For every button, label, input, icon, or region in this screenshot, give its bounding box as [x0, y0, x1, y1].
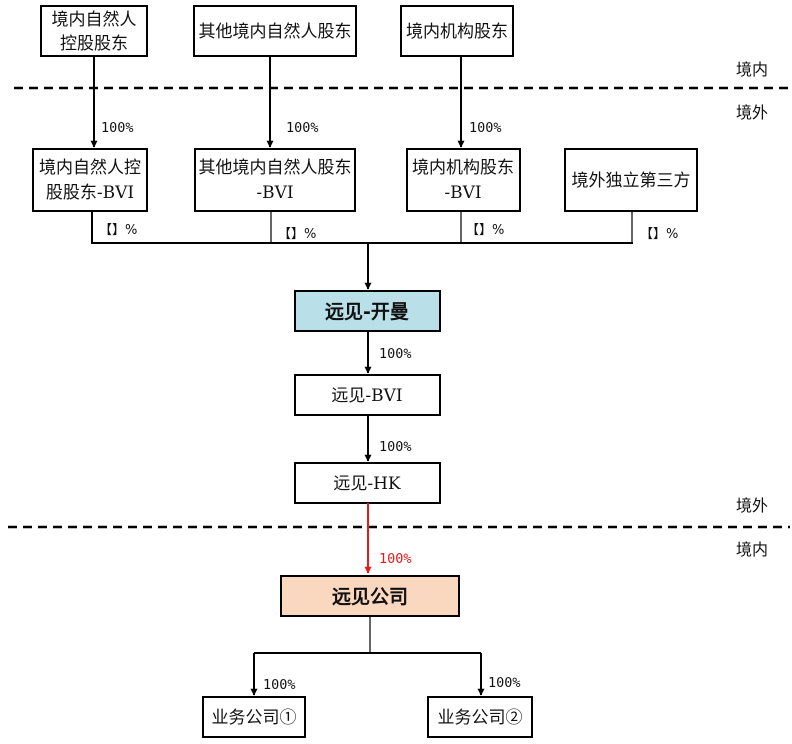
other-shareholders-bvi-label-line1: 其他境内自然人股东	[199, 158, 352, 178]
pct-company-to-sub1: 100%	[263, 677, 296, 693]
share-other-bvi: 【】%	[278, 227, 316, 242]
zone-label-domestic-top: 境内	[736, 60, 768, 79]
pct-other-to-bvi: 100%	[286, 120, 319, 136]
cayman-entity-label: 远见-开曼	[325, 301, 409, 323]
hk-entity-box: 远见-HK	[294, 462, 441, 504]
other-shareholders-bvi-label-line2: -BVI	[256, 183, 293, 203]
domestic-company-label: 远见公司	[332, 586, 408, 608]
bvi-entity-box: 远见-BVI	[294, 374, 441, 416]
other-shareholders-bvi-box: 其他境内自然人股东 -BVI	[194, 148, 356, 212]
pct-company-to-sub2: 100%	[488, 675, 521, 691]
institutional-shareholders-bvi-label-line2: -BVI	[444, 183, 481, 203]
other-domestic-shareholders-box: 其他境内自然人股东	[193, 5, 357, 57]
pct-bvi-to-hk: 100%	[379, 439, 412, 455]
domestic-controlling-shareholder-label-line2: 控股股东	[60, 34, 128, 54]
pct-cayman-to-bvi: 100%	[379, 346, 412, 362]
hk-entity-label: 远见-HK	[333, 474, 401, 494]
controlling-shareholder-bvi-label-line2: 股股东-BVI	[46, 183, 134, 203]
pct-controlling-to-bvi: 100%	[101, 120, 134, 136]
zone-label-overseas-upper: 境外	[736, 103, 768, 122]
business-company-2-box: 业务公司②	[427, 696, 533, 738]
controlling-shareholder-bvi-label-line1: 境内自然人控	[39, 158, 141, 178]
share-institutional-bvi: 【】%	[466, 223, 504, 238]
share-third-party: 【】%	[640, 227, 678, 242]
pct-hk-to-company: 100%	[379, 551, 412, 567]
zone-label-domestic-bottom: 境内	[736, 540, 768, 559]
domestic-institutional-shareholders-box: 境内机构股东	[400, 5, 514, 57]
domestic-institutional-shareholders-label: 境内机构股东	[406, 22, 508, 42]
share-controlling-bvi: 【】%	[99, 223, 137, 238]
domestic-controlling-shareholder-label-line1: 境内自然人	[52, 10, 137, 30]
business-company-1-box: 业务公司①	[202, 696, 306, 738]
business-company-2-label: 业务公司②	[438, 708, 523, 728]
other-domestic-shareholders-label: 其他境内自然人股东	[199, 22, 352, 42]
institutional-shareholders-bvi-box: 境内机构股东 -BVI	[406, 148, 521, 212]
cayman-entity-box: 远见-开曼	[294, 290, 441, 332]
independent-third-party-box: 境外独立第三方	[564, 148, 698, 212]
independent-third-party-label: 境外独立第三方	[572, 171, 691, 191]
business-company-1-label: 业务公司①	[212, 708, 297, 728]
pct-institutional-to-bvi: 100%	[469, 120, 502, 136]
zone-label-overseas-lower: 境外	[736, 496, 768, 515]
bvi-entity-label: 远见-BVI	[331, 386, 402, 406]
domestic-controlling-shareholder-box: 境内自然人 控股股东	[40, 5, 148, 57]
controlling-shareholder-bvi-box: 境内自然人控 股股东-BVI	[32, 148, 148, 212]
institutional-shareholders-bvi-label-line1: 境内机构股东	[412, 158, 514, 178]
domestic-company-box: 远见公司	[280, 575, 460, 617]
